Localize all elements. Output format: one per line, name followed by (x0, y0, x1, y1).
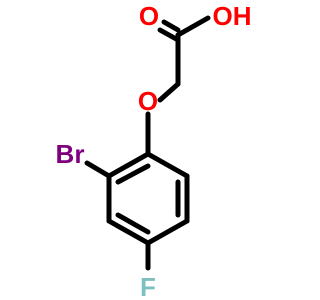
atom-fluorine: F (140, 272, 156, 300)
atom-label-layer: O OH O Br F (56, 1, 252, 300)
ring-bond-1 (106, 151, 151, 179)
bond-layer (84, 15, 211, 271)
atom-carbonyl-oxygen: O (139, 1, 159, 31)
atom-bromine: Br (56, 139, 85, 169)
bond-c-oh (175, 15, 211, 38)
ring-bond-4 (145, 218, 190, 246)
ring-bond-6 (145, 151, 190, 179)
ring-inner-bond-a (115, 163, 151, 185)
ring-bond-3 (106, 218, 151, 246)
atom-ether-oxygen: O (138, 86, 158, 116)
bond-c-o-double-b (157, 27, 181, 43)
ring-inner-bond-b (115, 212, 151, 235)
atom-hydroxyl: OH (213, 1, 252, 31)
bond-c-br (84, 160, 112, 179)
bond-c-o-double-a (161, 19, 181, 33)
structure-canvas: O OH O Br F (56, 1, 252, 300)
molecule-diagram: O OH O Br F (56, 1, 252, 300)
bond-ch2-o (157, 81, 181, 103)
